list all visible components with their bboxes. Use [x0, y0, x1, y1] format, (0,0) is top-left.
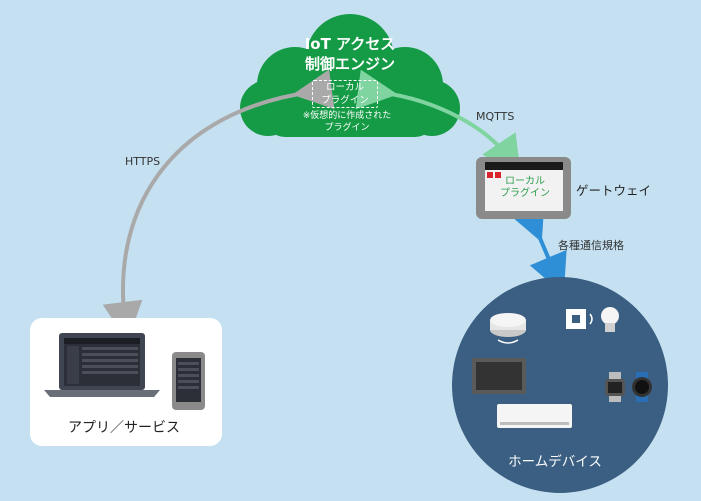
- mqtts-arrow: [355, 69, 522, 177]
- cloud-note-line2: プラグイン: [324, 123, 370, 133]
- protocol-arrow: [507, 197, 567, 295]
- cloud-title: IoT アクセス 制御エンジン: [250, 34, 450, 74]
- cloud-plugin-line1: ローカル: [325, 82, 364, 93]
- gateway-indicator-1: [487, 172, 493, 178]
- cloud-title-line2: 制御エンジン: [304, 55, 395, 73]
- mqtts-label: MQTTS: [476, 110, 515, 123]
- cloud-plugin-box: ローカル プラグイン: [312, 80, 378, 108]
- cloud-title-line1: IoT アクセス: [304, 35, 396, 53]
- smartphone-icon: [172, 352, 205, 410]
- gateway-plugin: ローカル プラグイン: [488, 176, 562, 200]
- apps-label: アプリ／サービス: [68, 420, 180, 436]
- home-label: ホームデバイス: [508, 454, 602, 470]
- gateway-label: ゲートウェイ: [576, 183, 652, 198]
- cloud-plugin-line2: プラグイン: [321, 95, 369, 106]
- laptop-icon: [44, 333, 160, 397]
- gateway-device: [476, 157, 571, 219]
- switch-icon: [566, 309, 593, 329]
- tv-icon: [472, 358, 526, 394]
- light-bulb-icon: [601, 307, 619, 332]
- smart-speaker-icon: [490, 313, 526, 344]
- smartwatch-icon: [605, 372, 652, 402]
- gateway-plugin-line2: プラグイン: [500, 188, 550, 199]
- protocols-label: 各種通信規格: [558, 239, 624, 252]
- https-arrow: [102, 69, 335, 342]
- https-label: HTTPS: [125, 155, 161, 168]
- gateway-plugin-line1: ローカル: [505, 176, 545, 187]
- cloud-note-line1: ※仮想的に作成された: [302, 111, 392, 121]
- cloud-note: ※仮想的に作成された プラグイン: [282, 110, 412, 134]
- gateway-indicator-2: [495, 172, 501, 178]
- air-conditioner-icon: [497, 404, 572, 428]
